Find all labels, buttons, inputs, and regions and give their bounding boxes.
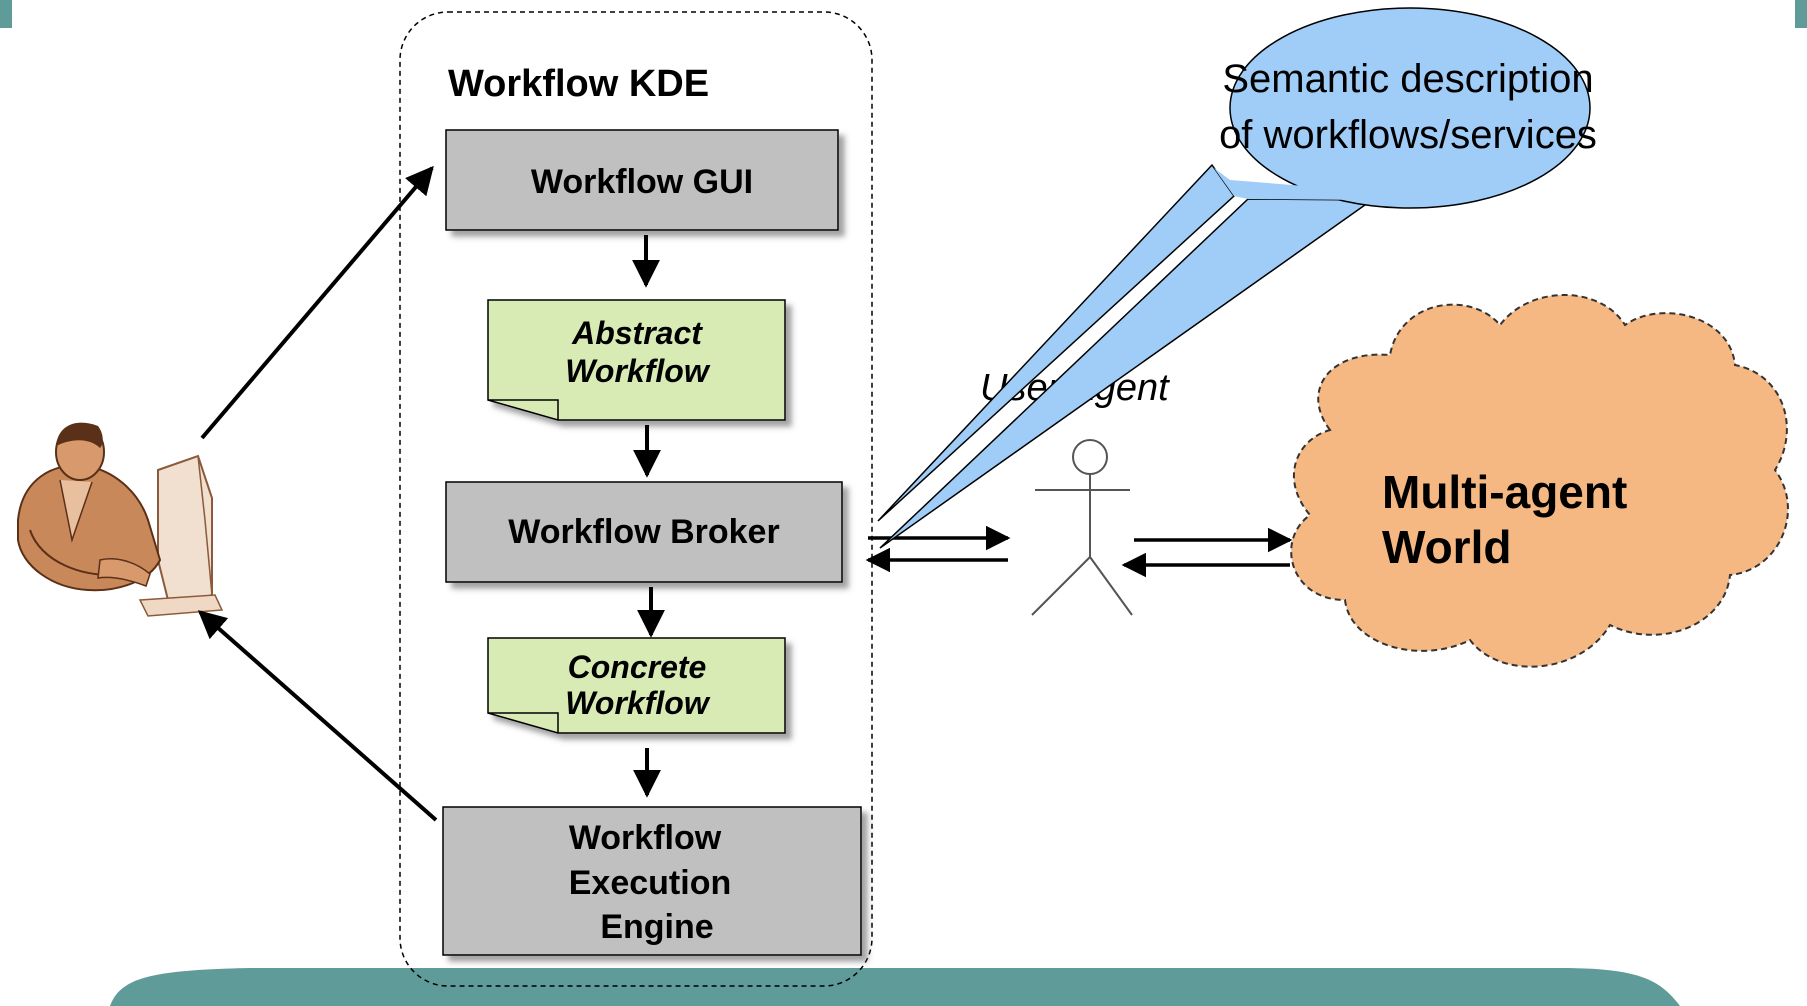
concrete-doc-line-1: Concrete xyxy=(568,649,707,685)
abstract-workflow-doc[interactable]: Abstract Workflow xyxy=(487,299,786,421)
cloud-line-2: World xyxy=(1382,521,1511,573)
engine-label-line-3: Engine xyxy=(600,908,713,946)
concrete-doc-line-2: Workflow xyxy=(565,685,711,721)
kde-title: Workflow KDE xyxy=(448,63,709,105)
workflow-gui-label: Workflow GUI xyxy=(531,163,753,201)
workflow-broker-box[interactable]: Workflow Broker xyxy=(445,481,843,583)
arrow-user-to-gui xyxy=(200,165,434,440)
arrow-engine-to-user xyxy=(197,610,438,822)
workflow-gui-box[interactable]: Workflow GUI xyxy=(445,129,839,231)
workflow-execution-engine-box[interactable]: Workflow Execution Engine xyxy=(442,806,862,956)
workflow-broker-label: Workflow Broker xyxy=(508,513,779,551)
stick-figure-icon xyxy=(1031,439,1133,616)
user-at-computer-icon xyxy=(17,422,224,617)
callout-line-2: of workflows/services xyxy=(1219,113,1597,157)
abstract-doc-line-2: Workflow xyxy=(565,353,711,389)
cloud-line-1: Multi-agent xyxy=(1382,466,1627,518)
abstract-doc-line-1: Abstract xyxy=(571,315,703,351)
engine-label-line-1: Workflow xyxy=(569,819,722,857)
semantic-description-callout: Semantic description of workflows/servic… xyxy=(877,7,1597,549)
concrete-workflow-doc[interactable]: Concrete Workflow xyxy=(487,637,786,734)
engine-label-line-2: Execution xyxy=(569,864,731,902)
callout-line-1: Semantic description xyxy=(1222,57,1593,101)
multi-agent-world-cloud: Multi-agent World xyxy=(1290,294,1789,668)
